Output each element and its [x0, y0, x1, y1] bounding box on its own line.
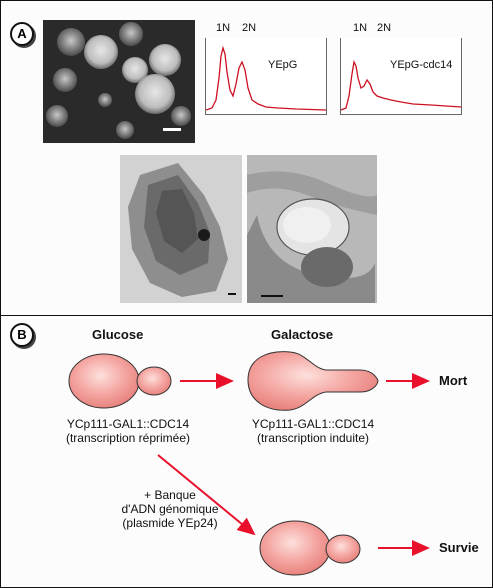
electron-micrograph-cell [120, 155, 242, 303]
library-line-2: d'ADN génomique [121, 502, 219, 516]
glucose-budding-cell [68, 353, 172, 409]
galactose-header: Galactose [271, 327, 334, 342]
dna-content-histogram-yepg [205, 38, 327, 115]
histogram-1-1n-label: 1N [216, 22, 231, 34]
panel-a-label: A [10, 22, 34, 46]
electron-micrograph-detail [247, 155, 377, 303]
histogram-1-strain-label: YEpG [268, 59, 298, 71]
survival-outcome-label: Survie [439, 540, 479, 555]
glucose-header: Glucose [92, 327, 144, 342]
glucose-transcription-state: (transcription réprimée) [65, 431, 191, 445]
panel-divider [0, 315, 493, 316]
histogram-2-1n-label: 1N [353, 22, 368, 34]
fluorescence-micrograph [43, 20, 195, 143]
death-outcome-label: Mort [439, 373, 468, 388]
library-line-3: (plasmide YEp24) [122, 516, 218, 530]
histogram-1-2n-label: 2N [242, 22, 257, 34]
library-line-1: + Banque [144, 488, 196, 502]
genomic-library-caption: + Banque d'ADN génomique (plasmide YEp24… [100, 488, 240, 530]
panel-b-label: B [10, 323, 34, 347]
histogram-2-2n-label: 2N [377, 22, 392, 34]
galactose-elongated-cell [247, 351, 379, 411]
galactose-transcription-state: (transcription induite) [256, 431, 370, 445]
arrow-library-to-survival [157, 454, 256, 536]
histogram-2-strain-label: YEpG-cdc14 [390, 59, 453, 71]
galactose-construct-name: YCp111-GAL1::CDC14 [251, 417, 375, 431]
galactose-construct-caption: YCp111-GAL1::CDC14 (transcription induit… [233, 417, 393, 445]
glucose-construct-name: YCp111-GAL1::CDC14 [66, 417, 190, 431]
dna-content-histogram-yepg-cdc14 [340, 38, 462, 115]
glucose-construct-caption: YCp111-GAL1::CDC14 (transcription réprim… [48, 417, 208, 445]
survival-budding-cell [259, 520, 361, 576]
